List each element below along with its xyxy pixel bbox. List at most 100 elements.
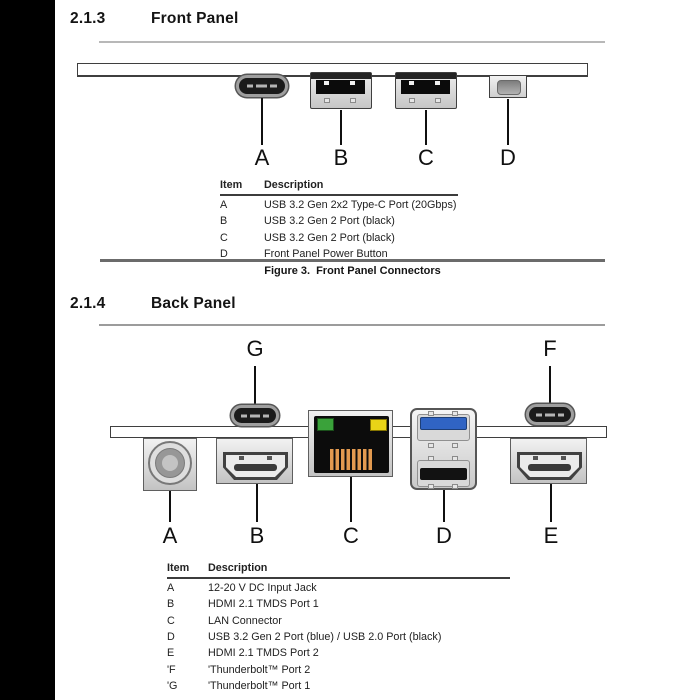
shield-notch	[350, 81, 355, 85]
table-header-rule	[220, 194, 458, 196]
leader-line-a	[261, 98, 263, 145]
item-cell: A	[167, 581, 175, 594]
item-cell: E	[167, 647, 175, 660]
shield-hole	[428, 456, 434, 461]
port-label-a: A	[162, 523, 178, 548]
figure-caption-title: Front Panel Connectors	[316, 265, 441, 277]
table-row: A USB 3.2 Gen 2x2 Type-C Port (20Gbps)	[220, 197, 458, 213]
shield-hole	[350, 98, 356, 103]
shield-hole	[324, 98, 330, 103]
table-row: B HDMI 2.1 TMDS Port 1	[167, 596, 510, 612]
shield-hole	[409, 98, 415, 103]
description-cell: USB 3.2 Gen 2 Port (black)	[264, 231, 395, 244]
shield-notch	[324, 81, 329, 85]
shield-hole	[428, 443, 434, 448]
shield-hole	[428, 411, 434, 416]
hdmi-opening	[223, 452, 288, 480]
description-cell: USB 3.2 Gen 2 Port (blue) / USB 2.0 Port…	[208, 631, 442, 644]
item-cell: 'G	[167, 680, 178, 693]
port-label-b: B	[249, 523, 265, 548]
hdmi-slot	[234, 464, 277, 471]
col-header-item: Item	[167, 562, 190, 574]
lan-led-amber	[370, 419, 387, 431]
thunderbolt-port-g	[231, 405, 279, 426]
description-cell: Front Panel Power Button	[264, 248, 388, 261]
leader-line-b	[340, 110, 342, 145]
hdmi-port-e	[510, 438, 587, 484]
item-cell: C	[220, 231, 228, 244]
description-cell: LAN Connector	[208, 614, 282, 627]
usb-a-port-c	[395, 72, 457, 109]
table-header-row: Item Description	[220, 177, 458, 193]
lan-led-green	[317, 418, 334, 431]
usb3-blue-tab	[420, 417, 467, 430]
dc-jack-pin-hole	[162, 455, 178, 471]
section-title-front: Front Panel	[151, 10, 239, 27]
hdmi-opening	[517, 452, 582, 480]
table-row: C USB 3.2 Gen 2 Port (black)	[220, 230, 458, 246]
hdmi-slot	[528, 464, 571, 471]
hdmi-contact	[267, 456, 272, 460]
front-connector-table: Item Description A USB 3.2 Gen 2x2 Type-…	[220, 177, 458, 262]
leader-line-a	[169, 491, 171, 522]
leader-line-f	[549, 366, 551, 404]
item-cell: D	[220, 248, 228, 261]
table-header-rule	[167, 577, 510, 579]
usb-a-shield-edge	[396, 73, 456, 79]
description-cell: HDMI 2.1 TMDS Port 2	[208, 647, 319, 660]
item-cell: B	[220, 215, 228, 228]
description-cell: USB 3.2 Gen 2 Port (black)	[264, 215, 395, 228]
shield-hole	[452, 456, 458, 461]
lan-contact-pins	[330, 449, 373, 470]
usb-c-notch	[267, 82, 270, 90]
hdmi-contact	[561, 456, 566, 460]
item-cell: D	[167, 631, 175, 644]
hdmi-contact	[239, 456, 244, 460]
shield-hole	[428, 484, 434, 489]
usb-c-tongue	[247, 84, 277, 88]
shield-hole	[452, 411, 458, 416]
usb-c-notch	[247, 412, 250, 419]
port-label-a: A	[254, 145, 270, 170]
hdmi-port-b	[216, 438, 293, 484]
usb3-port-shell	[417, 414, 470, 441]
figure-caption-label: Figure 3.	[264, 265, 311, 277]
usb-a-port-b	[310, 72, 372, 109]
usb2-black-tab	[420, 468, 467, 480]
power-button-cap	[497, 80, 521, 95]
usb-c-tongue	[241, 414, 269, 417]
usb2-port-shell	[417, 460, 470, 487]
table-row: D Front Panel Power Button	[220, 246, 458, 262]
usb-a-shield-edge	[311, 73, 371, 79]
col-header-description: Description	[208, 562, 268, 574]
port-label-d: D	[436, 523, 452, 548]
description-cell: 12-20 V DC Input Jack	[208, 581, 317, 594]
table-row: 'G 'Thunderbolt™ Port 1	[167, 678, 510, 694]
leader-line-g	[254, 366, 256, 405]
item-cell: B	[167, 598, 175, 611]
table-row: C LAN Connector	[167, 613, 510, 629]
back-connector-table: Item Description A 12-20 V DC Input Jack…	[167, 560, 510, 695]
table-row: D USB 3.2 Gen 2 Port (blue) / USB 2.0 Po…	[167, 629, 510, 645]
table-header-row: Item Description	[167, 560, 510, 576]
description-cell: 'Thunderbolt™ Port 2	[208, 663, 311, 676]
usb-c-port-a	[236, 75, 288, 97]
usb-stack-d	[410, 408, 477, 490]
port-label-c: C	[343, 523, 359, 548]
figure-caption: Figure 3. Front Panel Connectors	[100, 265, 605, 277]
leader-line-c	[350, 477, 352, 522]
shield-hole	[452, 484, 458, 489]
table-row: A 12-20 V DC Input Jack	[167, 580, 510, 596]
lan-port-c	[308, 410, 393, 477]
section-divider-front	[99, 41, 605, 43]
port-label-b: B	[333, 145, 349, 170]
usb-c-tongue	[536, 413, 564, 416]
table-row: 'F 'Thunderbolt™ Port 2	[167, 662, 510, 678]
leader-line-e	[550, 484, 552, 522]
description-cell: USB 3.2 Gen 2x2 Type-C Port (20Gbps)	[264, 198, 457, 211]
section-number-back: 2.1.4	[70, 295, 106, 312]
port-label-f: F	[543, 336, 557, 361]
port-label-g: G	[246, 336, 264, 361]
leader-line-b	[256, 484, 258, 522]
